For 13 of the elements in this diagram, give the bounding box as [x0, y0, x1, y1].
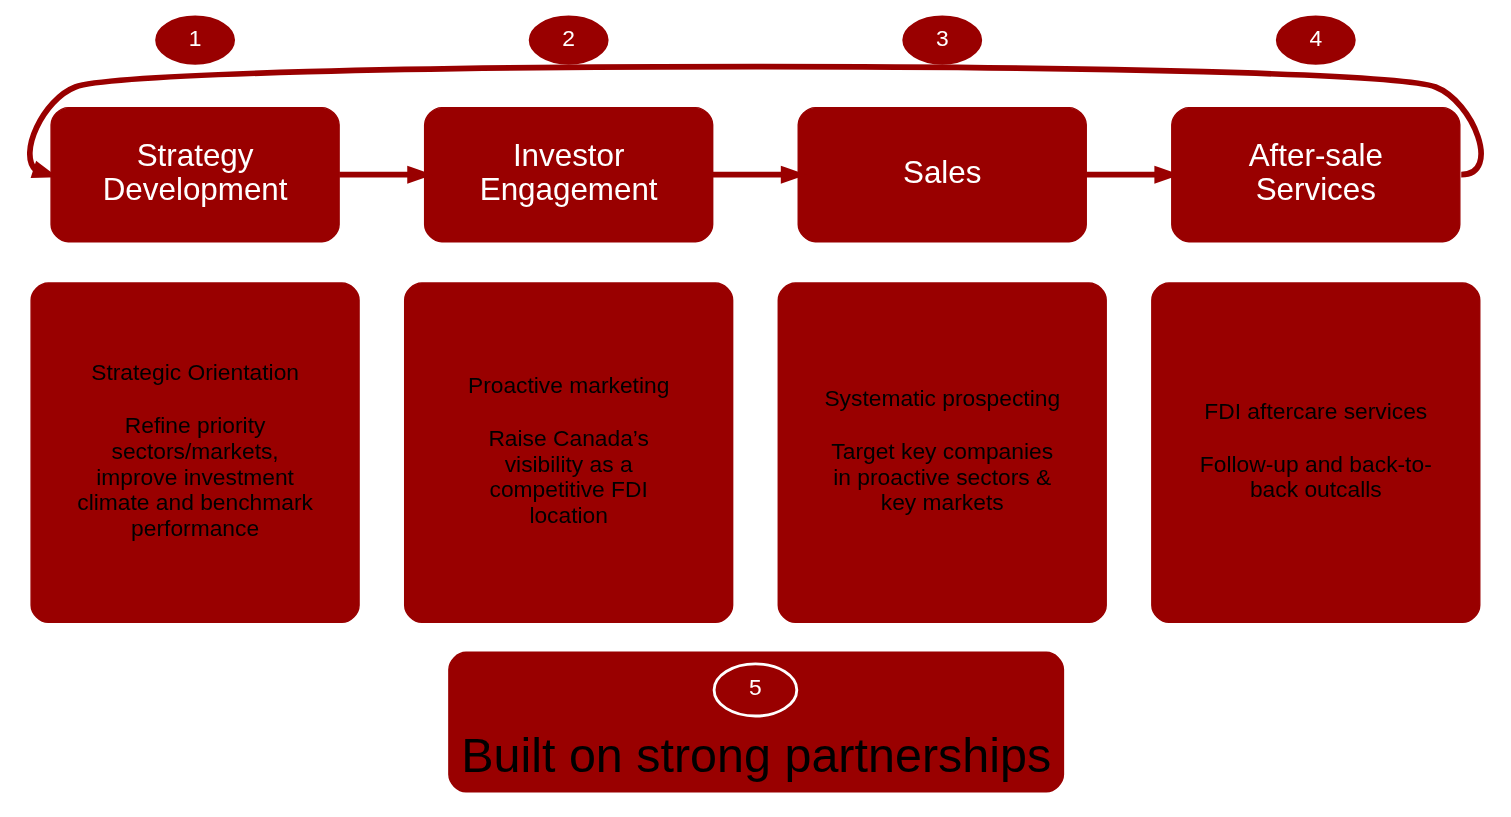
- node-box: Proactive marketing Raise Canada’s visibility as a competitive FDI location: [404, 282, 734, 624]
- node-box: After-sale Services: [1171, 106, 1461, 243]
- node-box: Investor Engagement: [423, 106, 714, 243]
- node-ellipse: 5: [712, 662, 799, 718]
- node-box: FDI aftercare services Follow-up and back-to-back outcalls: [1151, 282, 1481, 624]
- node-ellipse: 3: [899, 12, 985, 68]
- node-box: Sales: [797, 106, 1087, 243]
- node-ellipse: 1: [152, 12, 238, 68]
- node-box: Systematic prospecting Target key companies in proactive sectors & key markets: [777, 282, 1107, 624]
- node-ellipse: 2: [525, 12, 612, 68]
- node-ellipse: 4: [1273, 12, 1359, 68]
- node-box: Strategy Development: [50, 106, 340, 243]
- node-box: Strategic Orientation Refine priority sectors/markets, improve investment climate and benchmark performance: [30, 282, 360, 624]
